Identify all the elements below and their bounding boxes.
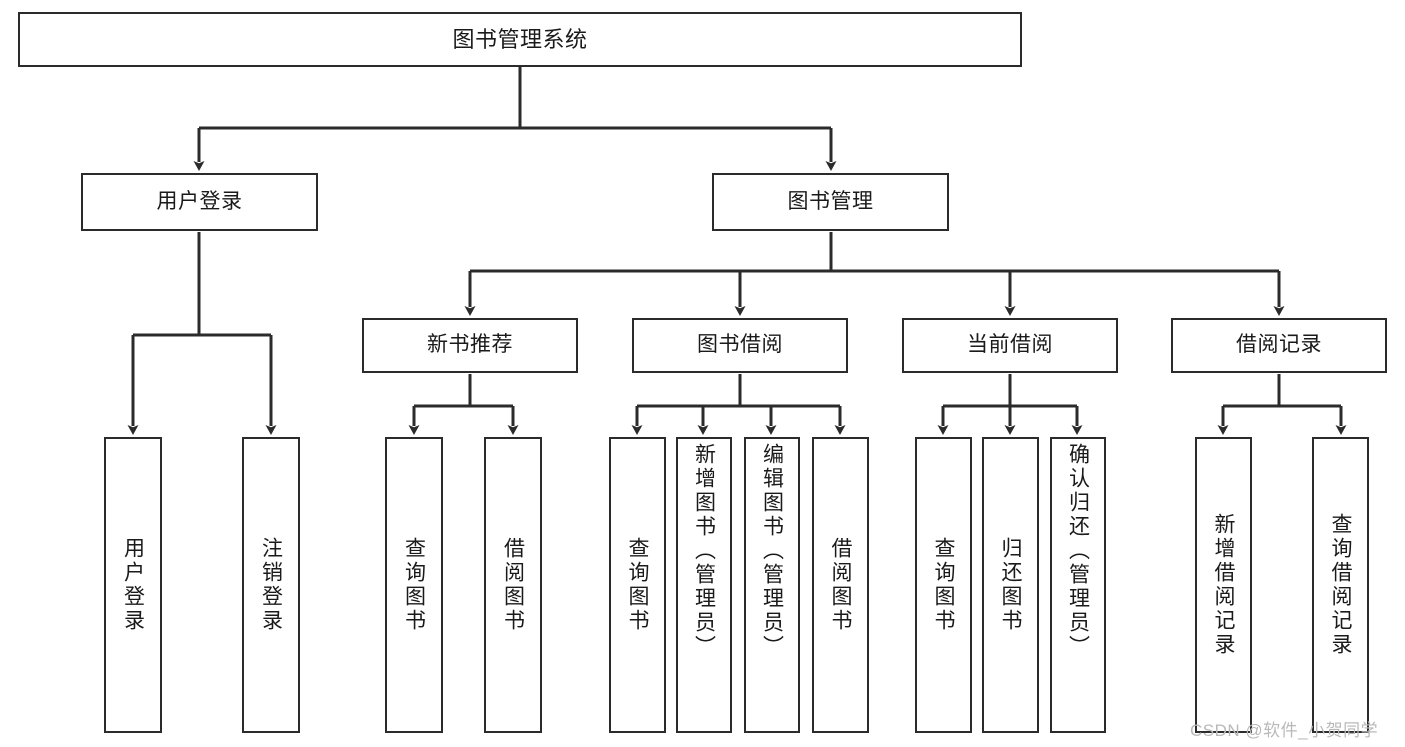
node-current-borrow[interactable]: 当前借阅 — [902, 318, 1118, 373]
leaf-query-book-1[interactable]: 查询图书 — [385, 437, 443, 733]
leaf-confirm-return[interactable]: 确认归还（管理员） — [1050, 437, 1106, 733]
node-label: 用户登录 — [156, 189, 243, 213]
leaf-query-book-3[interactable]: 查询图书 — [915, 437, 972, 733]
node-label: 新增借阅记录 — [1212, 513, 1235, 657]
node-label: 新书推荐 — [427, 333, 513, 357]
csdn-watermark: CSDN @软件_小贺同学 — [1190, 721, 1379, 740]
node-label: 归还图书 — [999, 537, 1022, 633]
node-root[interactable]: 图书管理系统 — [18, 12, 1022, 67]
leaf-user-logout[interactable]: 注销登录 — [242, 437, 300, 733]
node-label: 注销登录 — [259, 537, 283, 633]
node-label: 查询图书 — [932, 537, 955, 633]
node-new-book-recommend[interactable]: 新书推荐 — [362, 318, 578, 373]
node-book-borrow[interactable]: 图书借阅 — [632, 318, 848, 373]
node-book-management[interactable]: 图书管理 — [712, 173, 949, 231]
leaf-borrow-book-2[interactable]: 借阅图书 — [812, 437, 869, 733]
leaf-add-book[interactable]: 新增图书（管理员） — [676, 437, 732, 733]
leaf-add-borrow-record[interactable]: 新增借阅记录 — [1195, 437, 1252, 733]
node-label: 查询图书 — [402, 537, 426, 633]
leaf-edit-book[interactable]: 编辑图书（管理员） — [744, 437, 800, 733]
node-label: 确认归还（管理员） — [1066, 443, 1090, 659]
leaf-query-borrow-record[interactable]: 查询借阅记录 — [1312, 437, 1369, 733]
node-label: 借阅图书 — [829, 537, 852, 633]
node-label: 图书管理 — [787, 189, 874, 213]
node-label: 当前借阅 — [967, 333, 1053, 357]
node-label: 查询借阅记录 — [1329, 513, 1352, 657]
node-label: 图书借阅 — [697, 333, 783, 357]
node-label: 图书管理系统 — [452, 26, 588, 52]
node-borrow-records[interactable]: 借阅记录 — [1171, 318, 1387, 373]
leaf-query-book-2[interactable]: 查询图书 — [609, 437, 666, 733]
node-label: 查询图书 — [626, 537, 649, 633]
node-label: 编辑图书（管理员） — [760, 443, 784, 659]
leaf-return-book[interactable]: 归还图书 — [982, 437, 1039, 733]
node-label: 新增图书（管理员） — [692, 443, 716, 659]
leaf-user-login[interactable]: 用户登录 — [104, 437, 162, 733]
node-label: 借阅图书 — [501, 537, 525, 633]
leaf-borrow-book-1[interactable]: 借阅图书 — [484, 437, 542, 733]
node-label: 用户登录 — [121, 537, 145, 633]
node-label: 借阅记录 — [1236, 333, 1322, 357]
node-user-login[interactable]: 用户登录 — [81, 173, 318, 231]
